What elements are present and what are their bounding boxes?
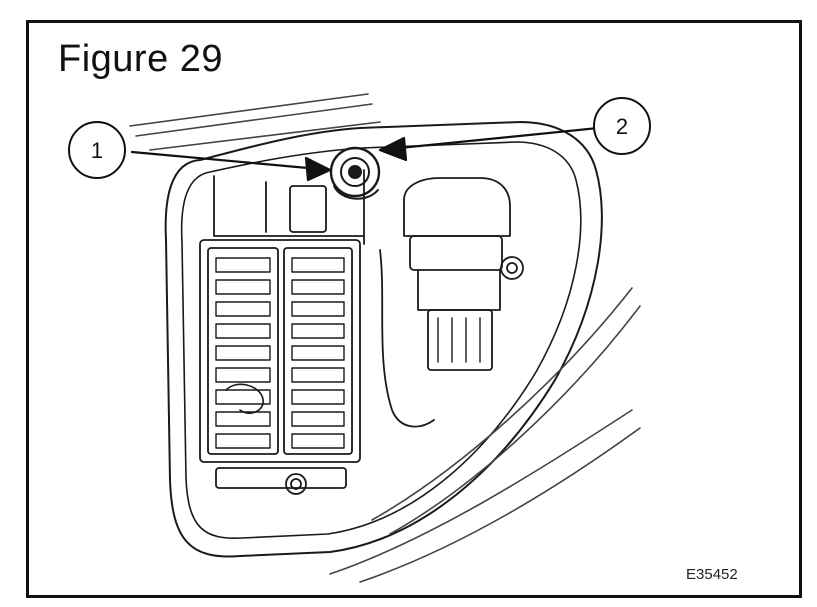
body-contour-lines — [329, 287, 641, 583]
reference-code: E35452 — [686, 566, 738, 583]
callout-1-number: 1 — [91, 138, 103, 163]
upper-bracket — [213, 169, 365, 245]
leader-line-2 — [378, 126, 600, 162]
relay-connector — [379, 177, 524, 428]
callout-2-number: 2 — [616, 114, 628, 139]
callout-1: 1 — [68, 121, 126, 179]
fuse-block — [199, 239, 361, 495]
retaining-nut — [329, 146, 381, 200]
callout-2: 2 — [593, 97, 651, 155]
housing-outline — [164, 121, 603, 558]
upper-trim-lines — [129, 93, 381, 151]
leader-line-1 — [130, 150, 332, 182]
figure-title: Figure 29 — [58, 38, 224, 80]
